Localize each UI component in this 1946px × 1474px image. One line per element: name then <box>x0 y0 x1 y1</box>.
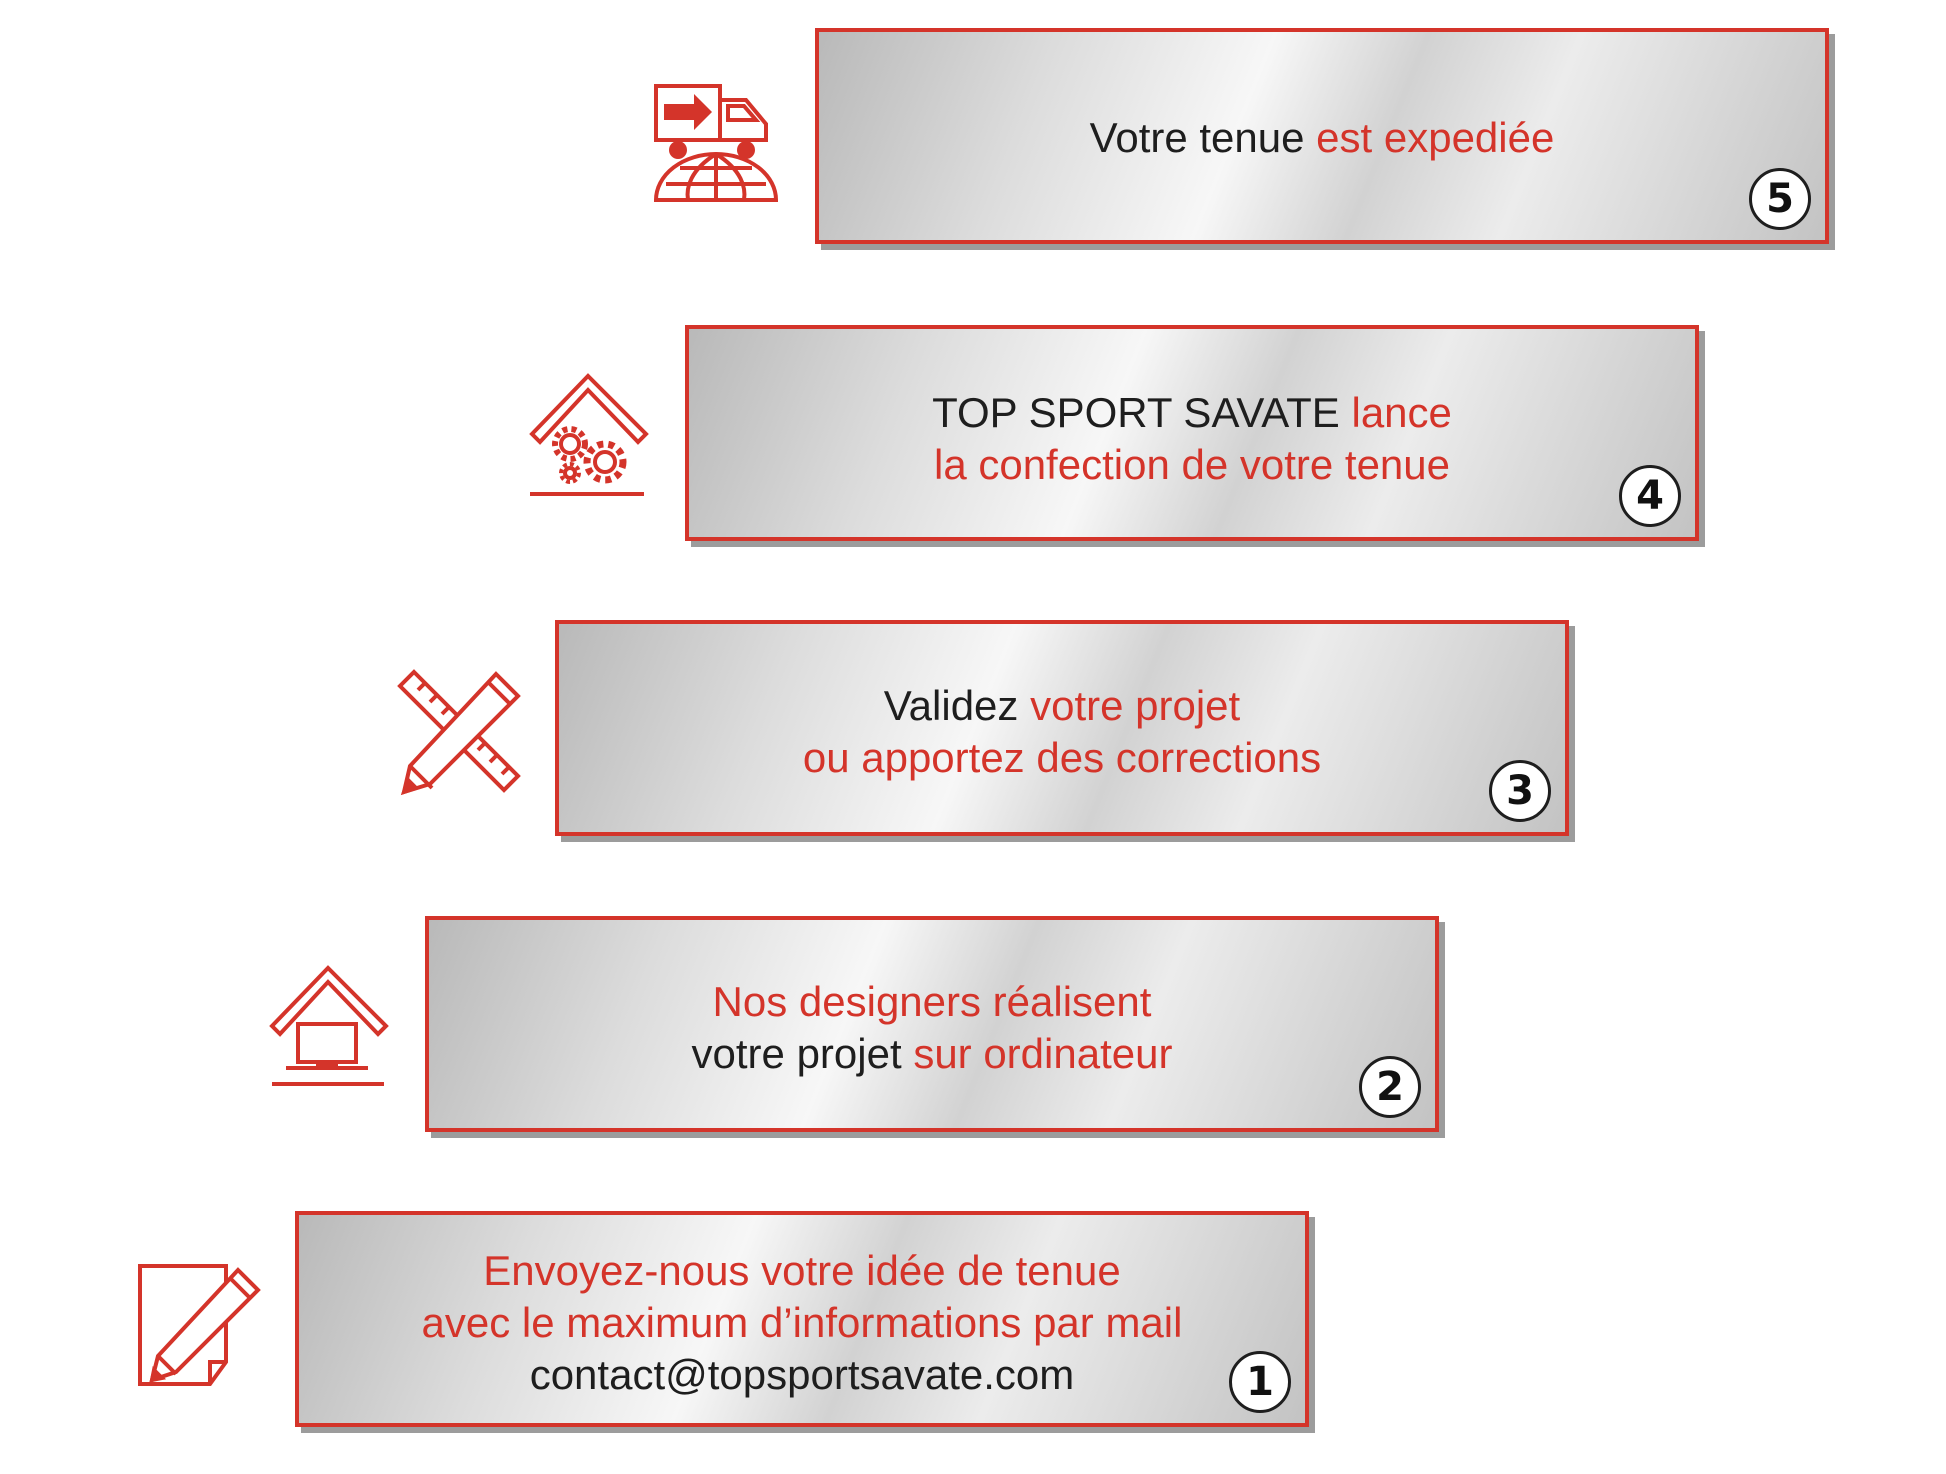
step-number-badge: 4 <box>1619 465 1681 527</box>
step-1-box: Envoyez-nous votre idée de tenue avec le… <box>295 1211 1309 1427</box>
step-2-box: Nos designers réalisent votre projet sur… <box>425 916 1439 1132</box>
text-line: ou apportez des corrections <box>559 732 1565 784</box>
note-pencil-icon <box>136 1262 262 1390</box>
text-line: Validez votre projet <box>559 680 1565 732</box>
text-segment: sur ordinateur <box>913 1030 1173 1077</box>
step-text: Validez votre projet ou apportez des cor… <box>559 680 1565 784</box>
step-text: Nos designers réalisent votre projet sur… <box>429 976 1435 1080</box>
text-line: Envoyez-nous votre idée de tenue <box>299 1245 1305 1297</box>
text-line: contact@topsportsavate.com <box>299 1349 1305 1401</box>
text-segment: votre projet <box>691 1030 914 1077</box>
text-segment: Validez <box>883 682 1031 729</box>
text-segment: la confection de votre tenue <box>933 441 1451 488</box>
text-line: Nos designers réalisent <box>429 976 1435 1028</box>
step-3-box: Validez votre projet ou apportez des cor… <box>555 620 1569 836</box>
step-number-badge: 1 <box>1229 1351 1291 1413</box>
text-line: TOP SPORT SAVATE lance <box>689 387 1695 439</box>
step-number-badge: 5 <box>1749 168 1811 230</box>
factory-gears-icon <box>528 372 649 500</box>
step-text: Votre tenue est expediée <box>819 112 1825 164</box>
step-4-box: TOP SPORT SAVATE lance la confection de … <box>685 325 1699 541</box>
step-text: Envoyez-nous votre idée de tenue avec le… <box>299 1245 1305 1401</box>
step-text: TOP SPORT SAVATE lance la confection de … <box>689 387 1695 491</box>
laptop-house-icon <box>268 964 389 1090</box>
text-segment: Envoyez-nous votre idée de tenue <box>483 1247 1121 1294</box>
text-segment: avec le maximum d’informations par mail <box>421 1299 1183 1346</box>
ruler-pencil-icon <box>396 668 524 796</box>
text-segment: Nos designers réalisent <box>712 978 1152 1025</box>
delivery-truck-globe-icon <box>650 78 786 208</box>
text-line: avec le maximum d’informations par mail <box>299 1297 1305 1349</box>
contact-email[interactable]: contact@topsportsavate.com <box>529 1351 1075 1398</box>
text-segment: votre projet <box>1030 682 1241 729</box>
step-5-box: Votre tenue est expediée 5 <box>815 28 1829 244</box>
text-segment: TOP SPORT SAVATE <box>932 389 1352 436</box>
text-segment: est expediée <box>1316 114 1555 161</box>
text-segment: ou apportez des corrections <box>802 734 1322 781</box>
step-number-badge: 2 <box>1359 1056 1421 1118</box>
text-line: votre projet sur ordinateur <box>429 1028 1435 1080</box>
text-line: Votre tenue est expediée <box>819 112 1825 164</box>
text-segment: lance <box>1351 389 1452 436</box>
text-segment: Votre tenue <box>1089 114 1317 161</box>
step-number-badge: 3 <box>1489 760 1551 822</box>
text-line: la confection de votre tenue <box>689 439 1695 491</box>
